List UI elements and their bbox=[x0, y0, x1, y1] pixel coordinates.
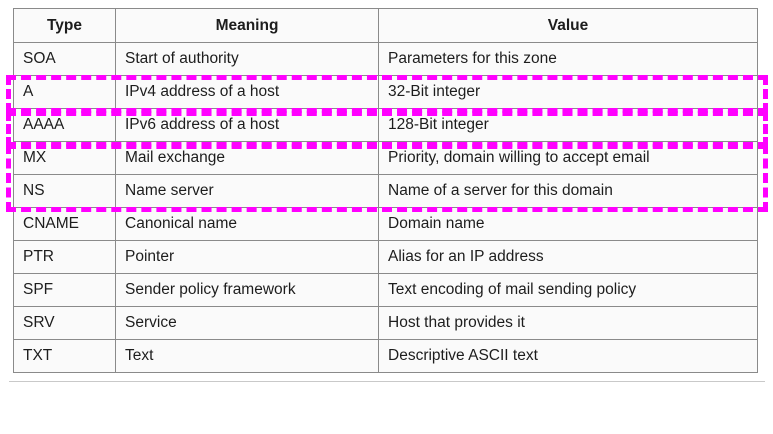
cell-meaning: Pointer bbox=[115, 240, 379, 274]
table-row: MX Mail exchange Priority, domain willin… bbox=[13, 141, 758, 175]
cell-type: CNAME bbox=[13, 207, 116, 241]
horizontal-rule-divider bbox=[9, 381, 765, 382]
table-row: CNAME Canonical name Domain name bbox=[13, 207, 758, 241]
cell-value: Descriptive ASCII text bbox=[378, 339, 758, 373]
cell-value: Name of a server for this domain bbox=[378, 174, 758, 208]
column-header-type: Type bbox=[13, 8, 116, 43]
cell-meaning: Mail exchange bbox=[115, 141, 379, 175]
cell-type: MX bbox=[13, 141, 116, 175]
cell-type: AAAA bbox=[13, 108, 116, 142]
table-row: SPF Sender policy framework Text encodin… bbox=[13, 273, 758, 307]
cell-type: A bbox=[13, 75, 116, 109]
cell-value: Alias for an IP address bbox=[378, 240, 758, 274]
dns-record-types-table: Type Meaning Value SOA Start of authorit… bbox=[13, 8, 758, 373]
cell-value: Host that provides it bbox=[378, 306, 758, 340]
table-row: PTR Pointer Alias for an IP address bbox=[13, 240, 758, 274]
cell-meaning: IPv4 address of a host bbox=[115, 75, 379, 109]
table-row: SOA Start of authority Parameters for th… bbox=[13, 42, 758, 76]
cell-value: Parameters for this zone bbox=[378, 42, 758, 76]
table-body: SOA Start of authority Parameters for th… bbox=[13, 42, 758, 373]
table-header-row: Type Meaning Value bbox=[13, 8, 758, 43]
table-header: Type Meaning Value bbox=[13, 8, 758, 43]
dns-record-types-table-container: Type Meaning Value SOA Start of authorit… bbox=[13, 8, 758, 373]
cell-meaning: Service bbox=[115, 306, 379, 340]
cell-meaning: Sender policy framework bbox=[115, 273, 379, 307]
table-row: A IPv4 address of a host 32-Bit integer bbox=[13, 75, 758, 109]
cell-type: SRV bbox=[13, 306, 116, 340]
column-header-meaning: Meaning bbox=[115, 8, 379, 43]
cell-type: SPF bbox=[13, 273, 116, 307]
cell-type: NS bbox=[13, 174, 116, 208]
cell-value: Text encoding of mail sending policy bbox=[378, 273, 758, 307]
cell-value: Domain name bbox=[378, 207, 758, 241]
cell-type: TXT bbox=[13, 339, 116, 373]
table-row: TXT Text Descriptive ASCII text bbox=[13, 339, 758, 373]
table-row: NS Name server Name of a server for this… bbox=[13, 174, 758, 208]
cell-value: 128-Bit integer bbox=[378, 108, 758, 142]
cell-meaning: IPv6 address of a host bbox=[115, 108, 379, 142]
cell-type: SOA bbox=[13, 42, 116, 76]
table-row: SRV Service Host that provides it bbox=[13, 306, 758, 340]
cell-value: 32-Bit integer bbox=[378, 75, 758, 109]
cell-meaning: Name server bbox=[115, 174, 379, 208]
cell-value: Priority, domain willing to accept email bbox=[378, 141, 758, 175]
cell-meaning: Start of authority bbox=[115, 42, 379, 76]
column-header-value: Value bbox=[378, 8, 758, 43]
cell-meaning: Canonical name bbox=[115, 207, 379, 241]
cell-type: PTR bbox=[13, 240, 116, 274]
cell-meaning: Text bbox=[115, 339, 379, 373]
table-row: AAAA IPv6 address of a host 128-Bit inte… bbox=[13, 108, 758, 142]
